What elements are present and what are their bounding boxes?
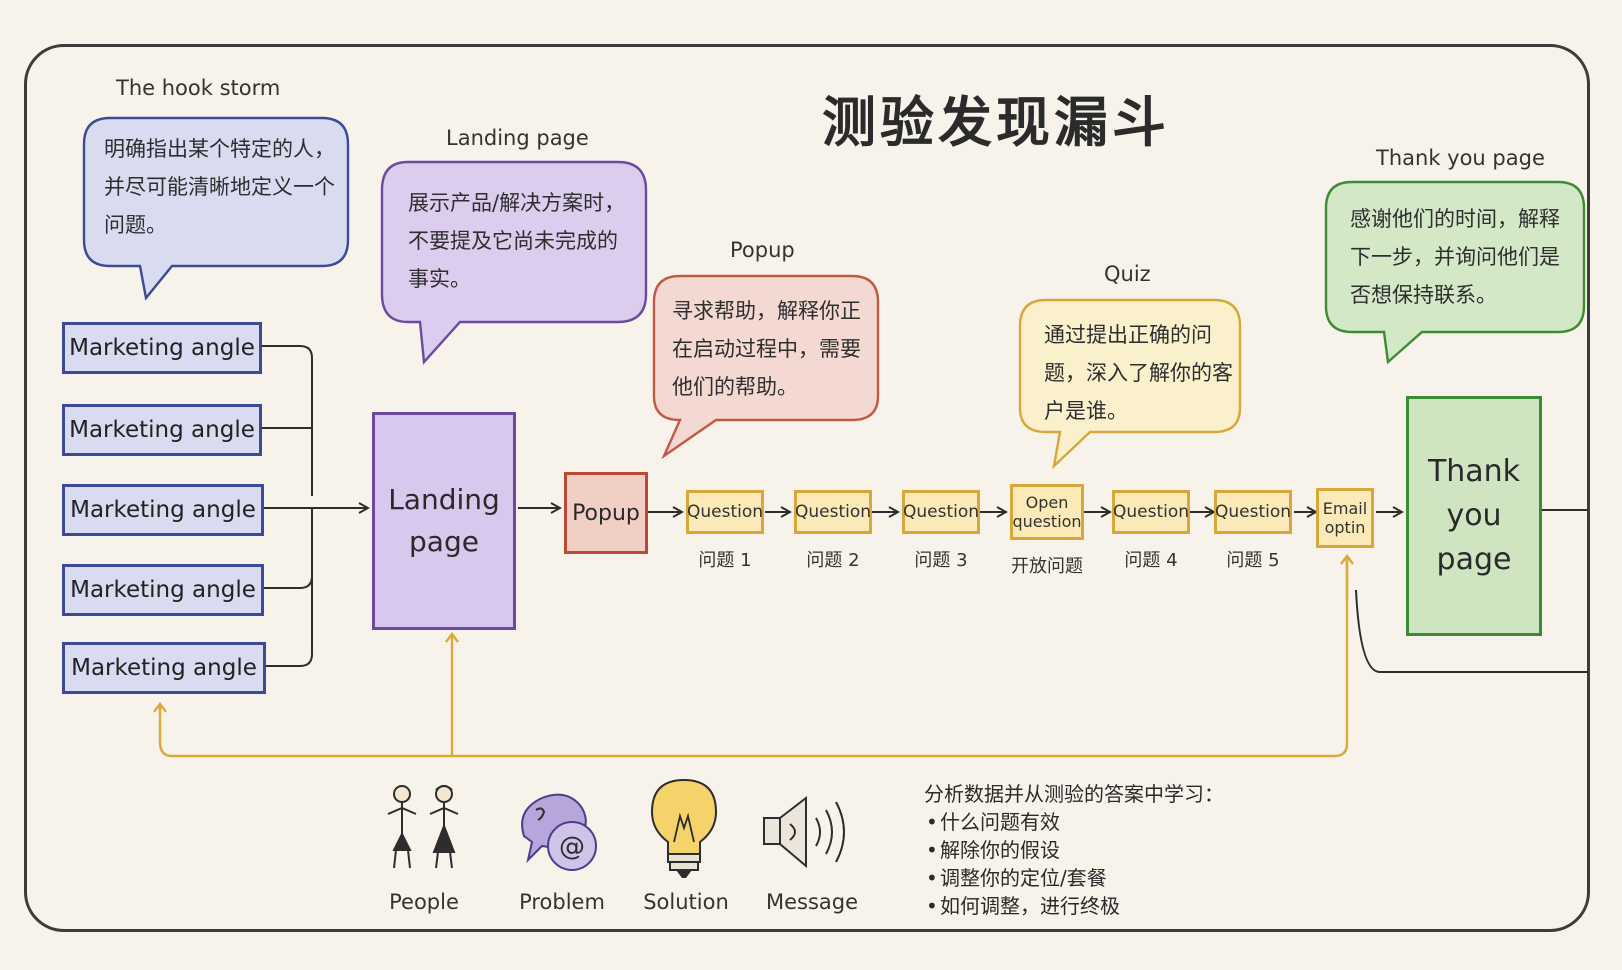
problem-icon: @ (510, 784, 610, 880)
marketing-angle-box: Marketing angle (62, 642, 266, 694)
hook-storm-bubble (82, 116, 350, 301)
solution-icon (646, 776, 722, 880)
hook-storm-text: 明确指出某个特定的人，并尽可能清晰地定义一个问题。 (104, 137, 335, 237)
question-caption-3: 问题 3 (914, 550, 968, 571)
landing-bubble-text: 展示产品/解决方案时，不要提及它尚未完成的事实。 (408, 191, 626, 291)
solution-label: Solution (643, 890, 729, 914)
question-box-2: Question (794, 490, 872, 534)
learning-item: 什么问题有效 (926, 808, 1324, 836)
message-icon (760, 790, 864, 874)
question-caption-5: 问题 5 (1226, 550, 1280, 571)
question-caption-2: 问题 2 (806, 550, 860, 571)
question-caption-4: 问题 4 (1124, 550, 1178, 571)
message-label: Message (765, 890, 859, 914)
marketing-angle-box: Marketing angle (62, 404, 262, 456)
learnings-heading: 分析数据并从测验的答案中学习： (924, 782, 1224, 806)
landing-page-box: Landing page (372, 412, 516, 630)
page-title: 测验发现漏斗 (822, 91, 1170, 154)
marketing-angle-box: Marketing angle (62, 564, 264, 616)
outer-frame (24, 44, 1590, 932)
thankyou-bubble (1324, 180, 1586, 365)
question-caption-1: 问题 1 (698, 550, 752, 571)
thankyou-bubble-text: 感谢他们的时间，解释下一步，并询问他们是否想保持联系。 (1350, 207, 1560, 307)
question-box-4: Question (1112, 490, 1190, 534)
learning-item: 如何调整，进行终极 (926, 892, 1324, 920)
people-label: People (389, 890, 459, 914)
learning-item: 调整你的定位/套餐 (926, 864, 1324, 892)
landing-bubble (380, 160, 648, 365)
thankyou-bubble-label: Thank you page (1376, 146, 1545, 170)
popup-bubble-text: 寻求帮助，解释你正在启动过程中，需要他们的帮助。 (672, 299, 861, 399)
email-optin-box: Email optin (1316, 488, 1374, 548)
marketing-angle-box: Marketing angle (62, 322, 262, 374)
question-box-1: Question (686, 490, 764, 534)
svg-text:@: @ (559, 832, 585, 862)
landing-bubble-label: Landing page (446, 126, 589, 150)
marketing-angle-box: Marketing angle (62, 484, 264, 536)
question-box-5: Question (1214, 490, 1292, 534)
learnings-list: 分析数据并从测验的答案中学习： 什么问题有效 解除你的假设 调整你的定位/套餐 … (924, 780, 1324, 920)
open-question-caption: 开放问题 (1011, 556, 1083, 577)
people-icon (376, 780, 472, 876)
problem-label: Problem (519, 890, 605, 914)
popup-box: Popup (564, 472, 648, 554)
learning-item: 解除你的假设 (926, 836, 1324, 864)
open-question-box: Open question (1010, 484, 1084, 540)
popup-bubble (652, 274, 880, 460)
quiz-bubble-label: Quiz (1104, 262, 1151, 286)
quiz-bubble (1018, 298, 1242, 470)
question-box-3: Question (902, 490, 980, 534)
hook-storm-label: The hook storm (116, 76, 281, 100)
popup-bubble-label: Popup (730, 238, 795, 262)
quiz-bubble-text: 通过提出正确的问题，深入了解你的客户是谁。 (1044, 323, 1233, 423)
thank-you-page-box: Thank you page (1406, 396, 1542, 636)
